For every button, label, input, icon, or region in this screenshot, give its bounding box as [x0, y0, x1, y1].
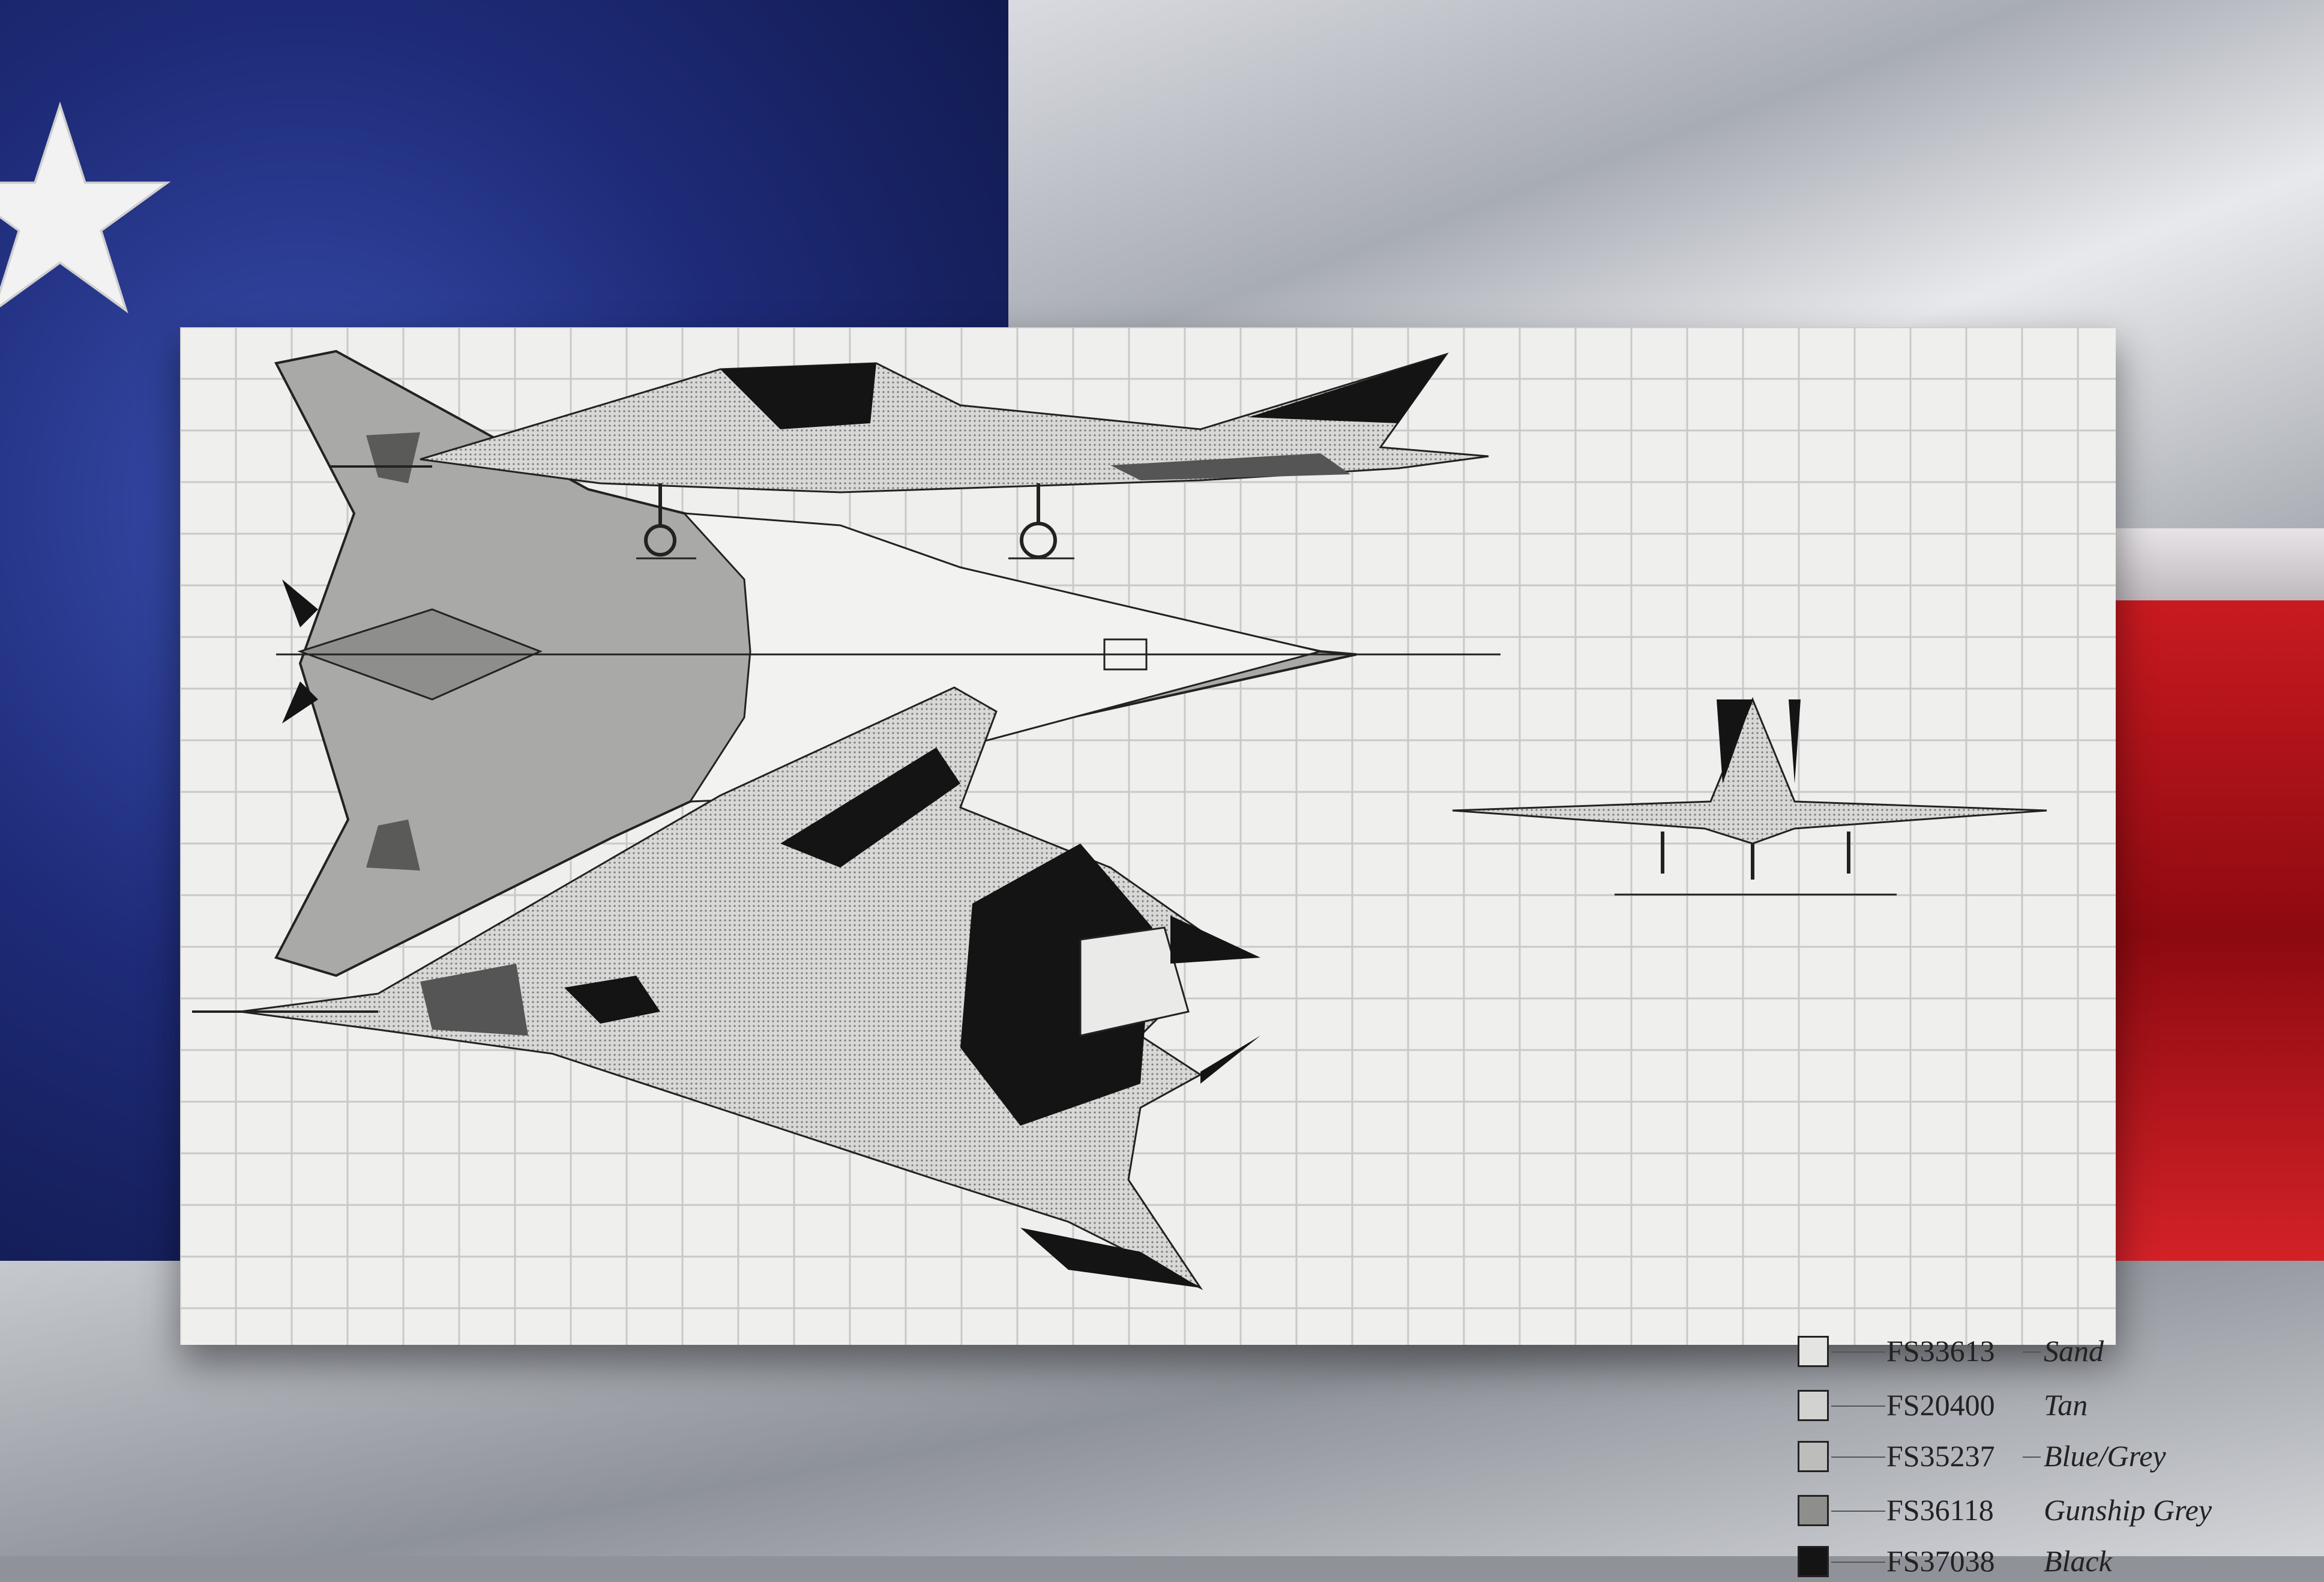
legend-code: FS20400 — [1886, 1388, 1995, 1422]
camo-top-view-aircraft — [192, 686, 1260, 1290]
legend-code: FS35237 — [1886, 1439, 1995, 1473]
legend-swatch — [1798, 1441, 1829, 1472]
model-kit-box-side: FS33613 Sand FS20400 Tan FS35237 Blue/Gr… — [180, 327, 2212, 1578]
legend-swatch — [1798, 1495, 1829, 1526]
top-view-aircraft — [274, 349, 1501, 977]
legend-swatch — [1798, 1546, 1829, 1577]
legend-swatch — [1798, 1336, 1829, 1367]
legend-code: FS36118 — [1886, 1493, 1994, 1527]
front-view-aircraft — [1452, 697, 2047, 896]
legend-name: Sand — [2044, 1334, 2104, 1368]
flag-star-icon — [0, 101, 171, 314]
legend-name: Tan — [2044, 1388, 2088, 1422]
side-view-aircraft — [330, 352, 1489, 560]
legend-name: Black — [2044, 1544, 2112, 1578]
legend-swatch — [1798, 1390, 1829, 1421]
illustration — [180, 327, 2116, 1345]
legend-code: FS37038 — [1886, 1544, 1995, 1578]
legend-name: Gunship Grey — [2044, 1493, 2212, 1527]
legend-name: Blue/Grey — [2044, 1439, 2166, 1473]
legend-code: FS33613 — [1886, 1334, 1995, 1368]
